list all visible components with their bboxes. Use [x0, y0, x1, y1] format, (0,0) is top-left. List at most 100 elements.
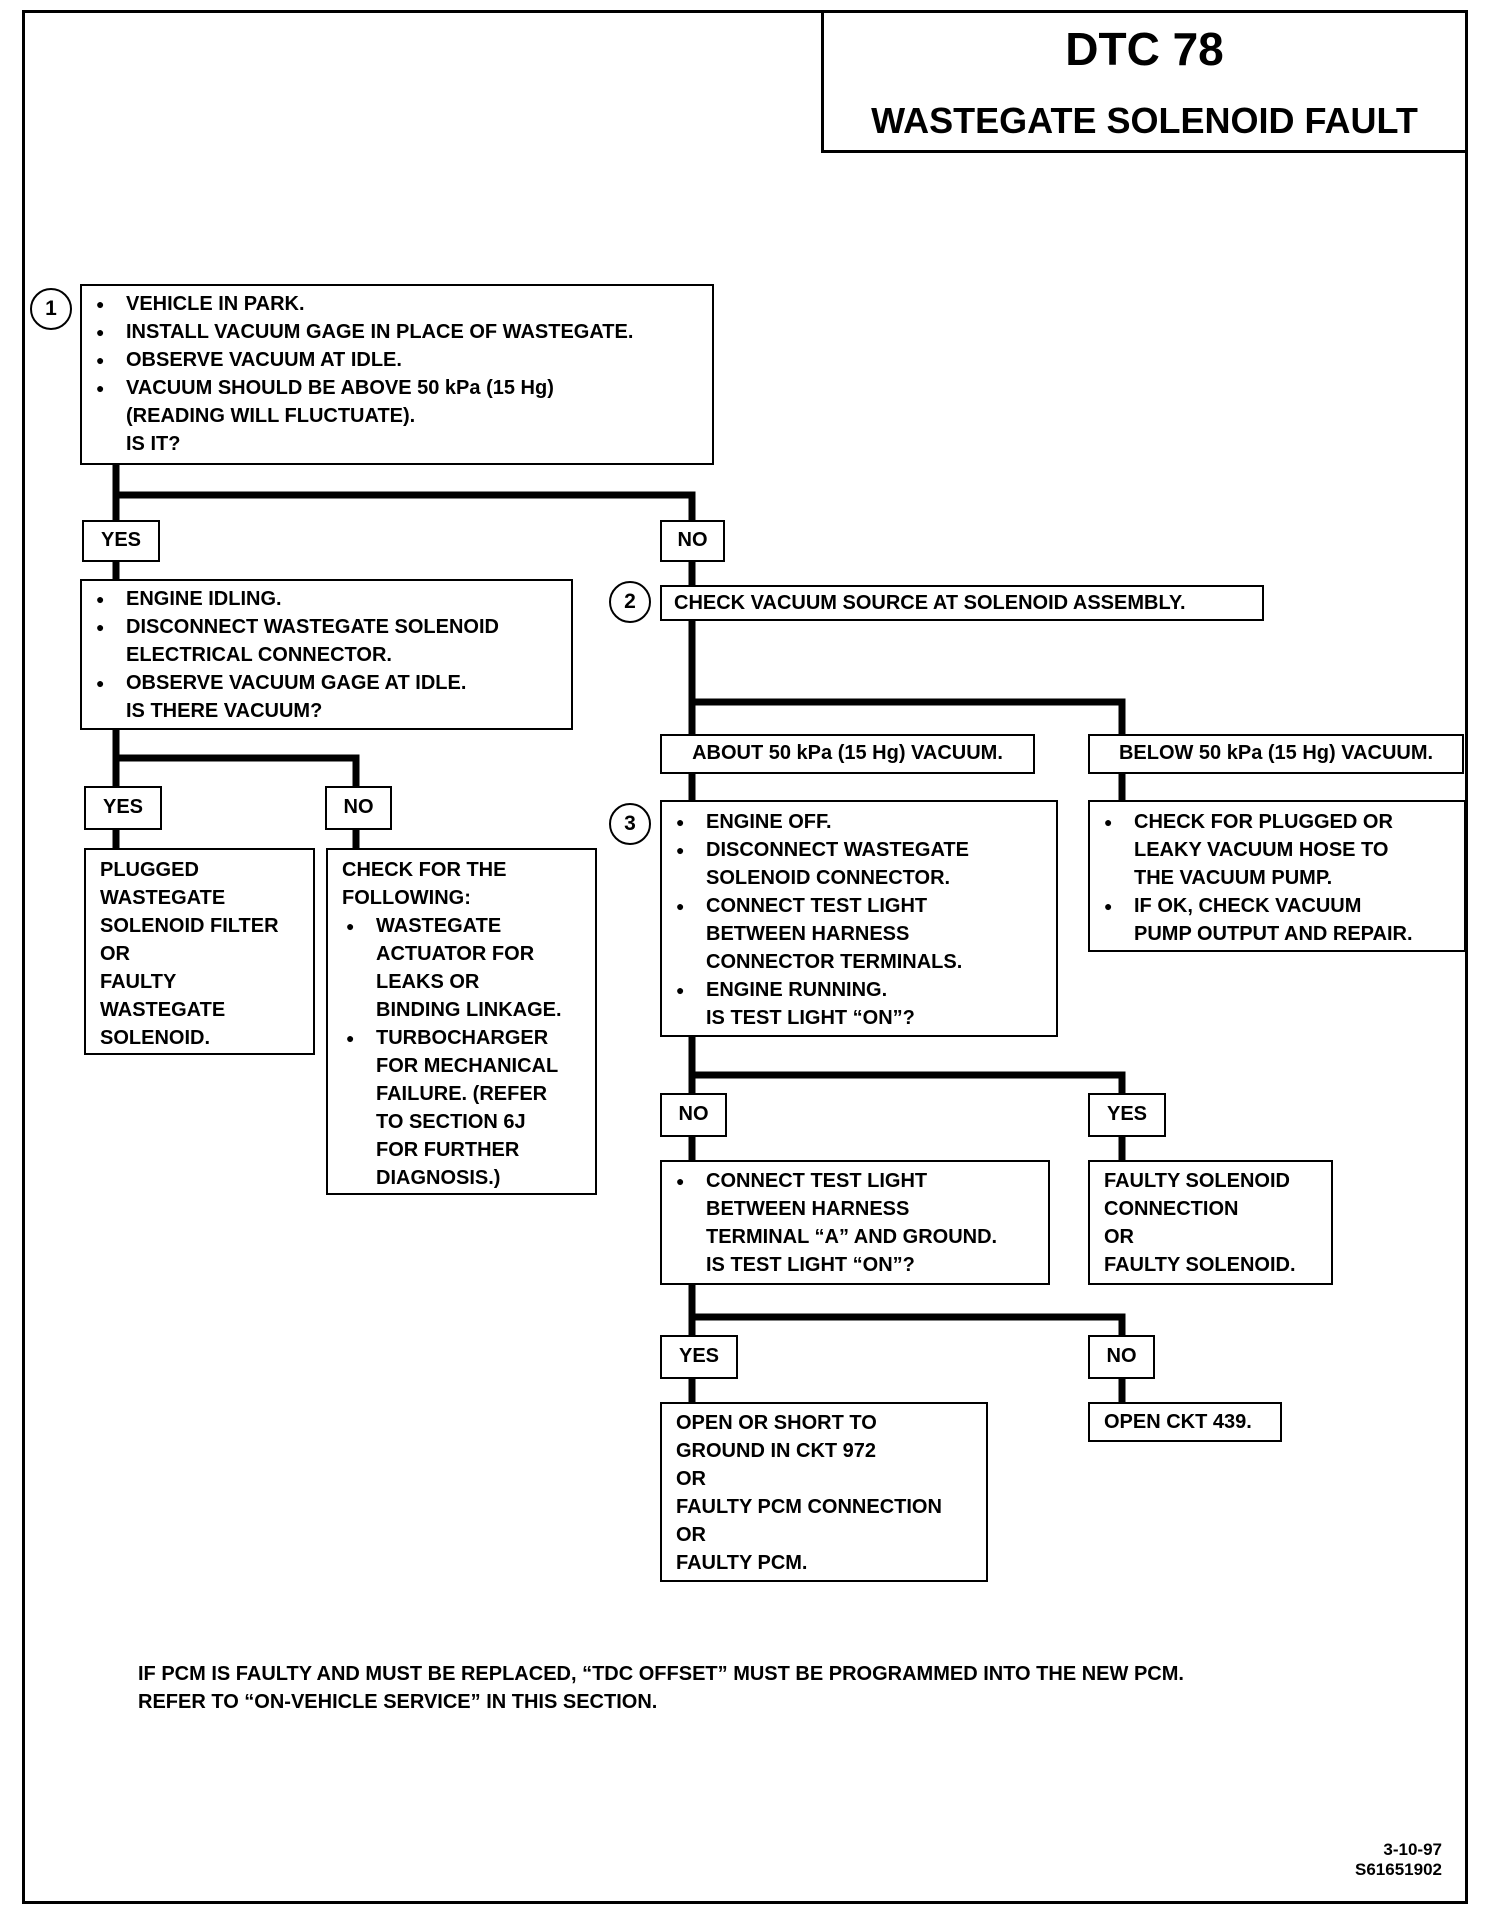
test-light-yes-label: YES	[1088, 1093, 1166, 1137]
faulty-solenoid-line: CONNECTION	[1104, 1198, 1239, 1220]
plugged-line: FAULTY	[100, 971, 177, 993]
check-following-box: CHECK FOR THE FOLLOWING: WASTEGATE ACTUA…	[326, 848, 597, 1195]
check-following-bullet: WASTEGATE ACTUATOR FOR LEAKS OR BINDING …	[342, 912, 581, 1024]
check-item-line: BINDING LINKAGE.	[376, 999, 562, 1021]
hose-check-bullet: CHECK FOR PLUGGED OR LEAKY VACUUM HOSE T…	[1100, 808, 1454, 892]
check-item-line: LEAKS OR	[376, 971, 480, 993]
step1-bullet: INSTALL VACUUM GAGE IN PLACE OF WASTEGAT…	[92, 318, 702, 346]
pcm-replacement-note: IF PCM IS FAULTY AND MUST BE REPLACED, “…	[138, 1660, 1184, 1716]
title-box	[821, 10, 1468, 153]
ground-test-yes-label: YES	[660, 1335, 738, 1379]
connect-test-line: TERMINAL “A” AND GROUND.	[706, 1226, 998, 1248]
step3-bullet-line: BETWEEN HARNESS	[706, 923, 910, 945]
check-following-bullet: TURBOCHARGER FOR MECHANICAL FAILURE. (RE…	[342, 1024, 581, 1192]
engine-idling-bullet: DISCONNECT WASTEGATE SOLENOID ELECTRICAL …	[92, 613, 561, 669]
about-vacuum-label: ABOUT 50 kPa (15 Hg) VACUUM.	[660, 734, 1035, 774]
note-line: REFER TO “ON-VEHICLE SERVICE” IN THIS SE…	[138, 1691, 658, 1713]
faulty-solenoid-line: FAULTY SOLENOID.	[1104, 1254, 1296, 1276]
check-item-line: FAILURE. (REFER	[376, 1083, 548, 1105]
step3-bullet: ENGINE OFF.	[672, 808, 1046, 836]
step1-bullet: VEHICLE IN PARK.	[92, 290, 702, 318]
faulty-solenoid-line: OR	[1104, 1226, 1134, 1248]
step1-no-label: NO	[660, 520, 725, 562]
step1-continuation: (READING WILL FLUCTUATE).	[126, 405, 416, 427]
ground-test-no-label: NO	[1088, 1335, 1155, 1379]
plugged-line: SOLENOID.	[100, 1027, 211, 1049]
step3-bullet: DISCONNECT WASTEGATE SOLENOID CONNECTOR.	[672, 836, 1046, 892]
step1-box: VEHICLE IN PARK. INSTALL VACUUM GAGE IN …	[80, 284, 714, 465]
dtc-code-title: DTC 78	[1065, 23, 1224, 75]
step1-bullet: VACUUM SHOULD BE ABOVE 50 kPa (15 Hg)	[92, 374, 702, 402]
step3-bullet-line: CONNECTOR TERMINALS.	[706, 951, 963, 973]
connect-test-question: IS TEST LIGHT “ON”?	[706, 1254, 915, 1276]
engine-idling-box: ENGINE IDLING. DISCONNECT WASTEGATE SOLE…	[80, 579, 573, 730]
plugged-line: PLUGGED	[100, 859, 199, 881]
check-item-line: WASTEGATE	[376, 915, 502, 937]
faulty-solenoid-line: FAULTY SOLENOID	[1104, 1170, 1290, 1192]
step3-bullet-line: SOLENOID CONNECTOR.	[706, 867, 951, 889]
step3-bullet-line: CONNECT TEST LIGHT	[706, 895, 928, 917]
step-number-3: 3	[609, 803, 651, 845]
open-short-line: OR	[676, 1468, 706, 1490]
open-short-line: OR	[676, 1524, 706, 1546]
hose-check-line: CHECK FOR PLUGGED OR	[1134, 811, 1393, 833]
engine-idling-question: IS THERE VACUUM?	[126, 700, 323, 722]
open-short-line: FAULTY PCM.	[676, 1552, 808, 1574]
step1-question: IS IT?	[126, 433, 181, 455]
engine-idling-bullet-text: DISCONNECT WASTEGATE SOLENOID	[126, 616, 499, 638]
step2-box: CHECK VACUUM SOURCE AT SOLENOID ASSEMBLY…	[660, 585, 1264, 621]
open-ckt-result: OPEN CKT 439.	[1088, 1402, 1282, 1442]
check-item-line: ACTUATOR FOR	[376, 943, 535, 965]
engine-idling-bullet: ENGINE IDLING.	[92, 585, 561, 613]
step3-question: IS TEST LIGHT “ON”?	[706, 1007, 915, 1029]
plugged-line: WASTEGATE	[100, 999, 226, 1021]
check-item-line: TURBOCHARGER	[376, 1027, 549, 1049]
hose-check-line: IF OK, CHECK VACUUM	[1134, 895, 1362, 917]
page-border	[22, 10, 1468, 1904]
connect-test-bullet: CONNECT TEST LIGHT BETWEEN HARNESS TERMI…	[672, 1167, 1038, 1251]
check-item-line: FOR MECHANICAL	[376, 1055, 559, 1077]
step2-text: CHECK VACUUM SOURCE AT SOLENOID ASSEMBLY…	[674, 592, 1186, 614]
document-date: 3-10-97	[1383, 1840, 1442, 1859]
step-number-1: 1	[30, 288, 72, 330]
step3-bullet-line: DISCONNECT WASTEGATE	[706, 839, 969, 861]
document-code: 3-10-97 S61651902	[1355, 1840, 1442, 1880]
check-item-line: TO SECTION 6J	[376, 1111, 526, 1133]
engine-idling-bullet: OBSERVE VACUUM GAGE AT IDLE.	[92, 669, 561, 697]
note-line: IF PCM IS FAULTY AND MUST BE REPLACED, “…	[138, 1663, 1184, 1685]
test-light-no-label: NO	[660, 1093, 727, 1137]
step3-bullet: CONNECT TEST LIGHT BETWEEN HARNESS CONNE…	[672, 892, 1046, 976]
check-intro-line: FOLLOWING:	[342, 887, 471, 909]
open-short-line: OPEN OR SHORT TO	[676, 1412, 877, 1434]
check-item-line: DIAGNOSIS.)	[376, 1167, 501, 1189]
step3-bullet: ENGINE RUNNING.	[672, 976, 1046, 1004]
connect-test-line: CONNECT TEST LIGHT	[706, 1170, 928, 1192]
step-number-2: 2	[609, 581, 651, 623]
vacuum-no-label: NO	[325, 786, 392, 830]
engine-idling-bullet-cont: ELECTRICAL CONNECTOR.	[126, 644, 392, 666]
vacuum-hose-check-box: CHECK FOR PLUGGED OR LEAKY VACUUM HOSE T…	[1088, 800, 1466, 952]
faulty-solenoid-result: FAULTY SOLENOID CONNECTION OR FAULTY SOL…	[1088, 1160, 1333, 1285]
check-item-line: FOR FURTHER	[376, 1139, 520, 1161]
below-vacuum-label: BELOW 50 kPa (15 Hg) VACUUM.	[1088, 734, 1464, 774]
plugged-filter-result: PLUGGED WASTEGATE SOLENOID FILTER OR FAU…	[84, 848, 315, 1055]
connect-test-light-box: CONNECT TEST LIGHT BETWEEN HARNESS TERMI…	[660, 1160, 1050, 1285]
document-id: S61651902	[1355, 1860, 1442, 1879]
plugged-line: SOLENOID FILTER	[100, 915, 279, 937]
check-intro-line: CHECK FOR THE	[342, 859, 507, 881]
open-short-line: GROUND IN CKT 972	[676, 1440, 877, 1462]
hose-check-bullet: IF OK, CHECK VACUUM PUMP OUTPUT AND REPA…	[1100, 892, 1454, 948]
connect-test-line: BETWEEN HARNESS	[706, 1198, 910, 1220]
step1-yes-label: YES	[82, 520, 160, 562]
step3-box: ENGINE OFF. DISCONNECT WASTEGATE SOLENOI…	[660, 800, 1058, 1037]
hose-check-line: THE VACUUM PUMP.	[1134, 867, 1333, 889]
open-ckt-text: OPEN CKT 439.	[1104, 1411, 1252, 1433]
hose-check-line: LEAKY VACUUM HOSE TO	[1134, 839, 1389, 861]
step1-bullet: OBSERVE VACUUM AT IDLE.	[92, 346, 702, 374]
fault-title: WASTEGATE SOLENOID FAULT	[871, 100, 1418, 141]
plugged-line: WASTEGATE	[100, 887, 226, 909]
vacuum-yes-label: YES	[84, 786, 162, 830]
open-short-line: FAULTY PCM CONNECTION	[676, 1496, 942, 1518]
